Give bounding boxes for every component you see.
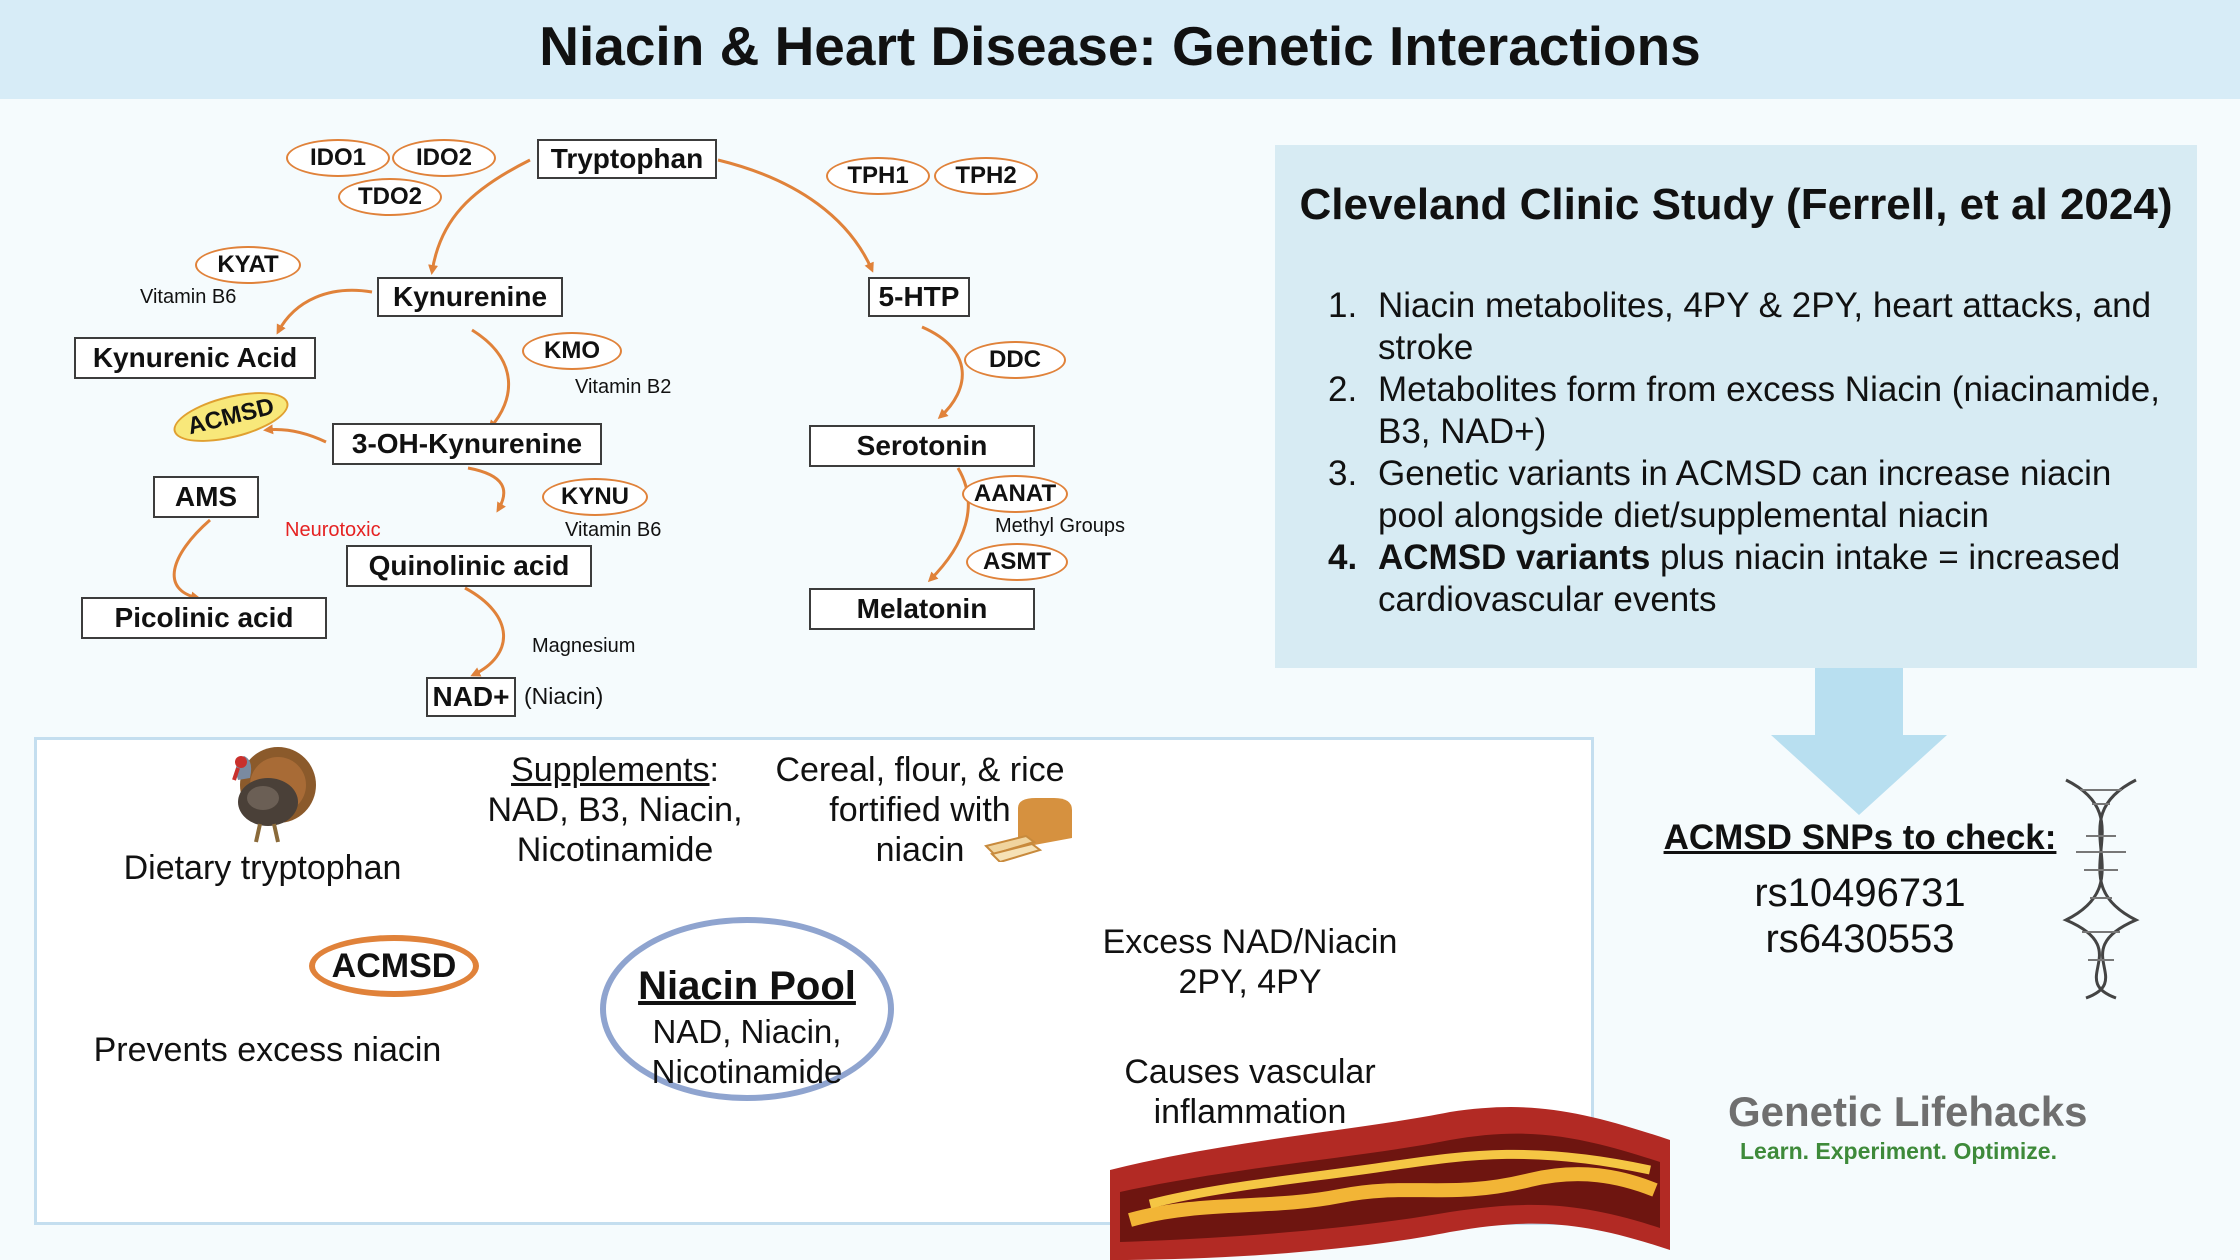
enzyme-kyat: KYAT <box>195 246 301 284</box>
kynurenic-acid-box: Kynurenic Acid <box>74 337 316 379</box>
page-title: Niacin & Heart Disease: Genetic Interact… <box>539 15 1701 77</box>
enzyme-aanat: AANAT <box>962 475 1068 513</box>
cofactor-vitamin-b2: Vitamin B2 <box>575 376 672 398</box>
study-item: 2.Metabolites form from excess Niacin (n… <box>1328 370 2160 451</box>
snp-item: rs6430553 <box>1765 917 1955 961</box>
kynurenine-box: Kynurenine <box>377 277 563 317</box>
cofactor-niacin: (Niacin) <box>524 683 604 709</box>
vascular-inflammation-label: Causes vascular inflammation <box>1124 1053 1376 1131</box>
arrow-kynurenine-kynurenic <box>276 288 373 335</box>
bread-icon <box>984 798 1072 862</box>
5htp-box: 5-HTP <box>868 277 970 317</box>
tryptophan-box: Tryptophan <box>537 139 717 179</box>
nad-box: NAD+ <box>426 677 516 717</box>
niacin-pool-ellipse <box>600 917 894 1101</box>
arrow-kynurenine-ohkyn <box>471 328 510 431</box>
serotonin-box: Serotonin <box>809 425 1035 467</box>
arrow-ohkyn-acmsd <box>263 424 327 444</box>
brand-tagline: Learn. Experiment. Optimize. <box>1740 1138 2057 1164</box>
dna-helix-icon <box>2062 778 2140 1000</box>
arrow-5htp-serotonin <box>921 325 964 420</box>
arrow-serotonin-melatonin <box>927 467 970 583</box>
enzyme-ddc: DDC <box>964 341 1066 379</box>
arrow-ohkyn-quinolinic <box>467 466 506 513</box>
study-item: 4.ACMSD variants plus niacin intake = in… <box>1328 538 2121 619</box>
study-item: 1.Niacin metabolites, 4PY & 2PY, heart a… <box>1328 286 2152 367</box>
cereal-label: Cereal, flour, & rice fortified with nia… <box>775 751 1065 869</box>
niacin-pool-contents: NAD, Niacin, Nicotinamide <box>651 1013 843 1090</box>
arrow-tryptophan-kynurenine <box>428 158 531 275</box>
enzyme-ido2: IDO2 <box>392 139 496 177</box>
enzyme-kmo: KMO <box>522 332 622 370</box>
cofactor-vitamin-b6-kynu: Vitamin B6 <box>565 519 662 541</box>
brand-name: Genetic Lifehacks <box>1728 1088 2088 1135</box>
snps-list: rs10496731 rs6430553 <box>1700 870 2020 962</box>
enzyme-tph2: TPH2 <box>934 157 1038 195</box>
arrow-tryptophan-5htp <box>717 158 874 273</box>
acmsd-oval: ACMSD <box>309 935 479 997</box>
ams-box: AMS <box>153 476 259 518</box>
cofactor-methyl-groups: Methyl Groups <box>995 515 1126 537</box>
enzyme-tdo2: TDO2 <box>338 178 442 216</box>
study-list: 1.Niacin metabolites, 4PY & 2PY, heart a… <box>1320 285 2180 621</box>
prevents-excess-label: Prevents excess niacin <box>93 1031 442 1069</box>
supplements-label: Supplements: NAD, B3, Niacin, Nicotinami… <box>487 751 743 869</box>
arrow-quinolinic-nad <box>464 586 505 677</box>
excess-nad-label: Excess NAD/Niacin 2PY, 4PY <box>1102 923 1398 1001</box>
study-item: 3.Genetic variants in ACMSD can increase… <box>1328 454 2112 535</box>
enzyme-tph1: TPH1 <box>826 157 930 195</box>
title-bar <box>0 0 2240 99</box>
cofactor-magnesium: Magnesium <box>532 635 636 657</box>
snps-title: ACMSD SNPs to check: <box>1663 818 2057 857</box>
turkey-icon <box>232 747 316 843</box>
oh-kynurenine-box: 3-OH-Kynurenine <box>332 423 602 465</box>
quinolinic-acid-box: Quinolinic acid <box>346 545 592 587</box>
enzyme-asmt: ASMT <box>966 543 1068 581</box>
arrow-ams-picolinic <box>172 518 211 602</box>
cofactor-vitamin-b6-kyat: Vitamin B6 <box>140 286 237 308</box>
study-title: Cleveland Clinic Study (Ferrell, et al 2… <box>1299 180 2173 229</box>
snp-item: rs10496731 <box>1754 871 1966 915</box>
enzyme-ido1: IDO1 <box>286 139 390 177</box>
neurotoxic-label: Neurotoxic <box>285 519 381 541</box>
picolinic-acid-box: Picolinic acid <box>81 597 327 639</box>
study-panel <box>1275 145 2197 668</box>
enzyme-kynu: KYNU <box>542 478 648 516</box>
dietary-tryptophan-label: Dietary tryptophan <box>123 849 402 887</box>
melatonin-box: Melatonin <box>809 588 1035 630</box>
niacin-pool-title: Niacin Pool <box>638 964 856 1008</box>
artery-plaque-image <box>1110 1107 1670 1260</box>
